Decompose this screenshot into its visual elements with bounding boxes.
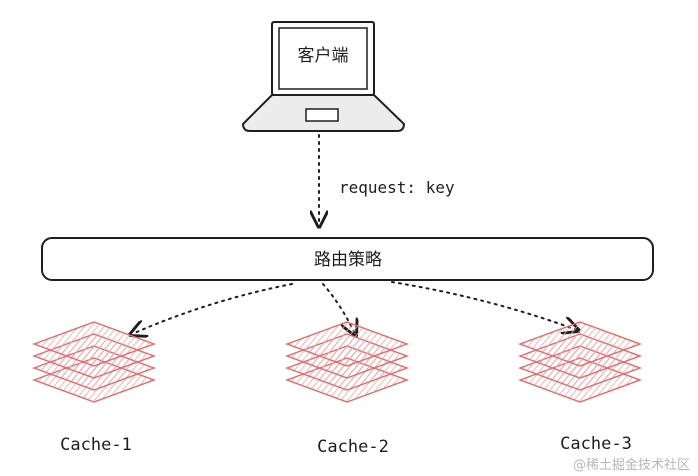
cache-node-1: Cache-1 [31,321,157,455]
cache-stack-icon [284,321,410,403]
cache-label-1: Cache-1 [60,435,132,455]
cache-stack-icon [31,321,157,403]
laptop-icon [241,21,406,132]
arrow-to-cache-3 [391,281,577,330]
cache-label-3: Cache-3 [560,434,632,454]
cache-stack-icon [517,321,643,403]
router-box: 路由策略 [41,237,654,281]
arrow-to-cache-2 [322,283,355,334]
dispatch-arrows [132,281,577,334]
cache-label-2: Cache-2 [317,437,389,457]
request-label: request: key [339,178,455,197]
arrow-to-cache-1 [132,283,293,334]
router-label: 路由策略 [314,250,382,270]
cache-node-2: Cache-2 [284,321,410,457]
client-label: 客户端 [298,46,349,66]
client-laptop: 客户端 [241,21,406,132]
watermark: @稀土掘金技术社区 [573,457,690,473]
cache-node-3: Cache-3 [517,321,643,454]
